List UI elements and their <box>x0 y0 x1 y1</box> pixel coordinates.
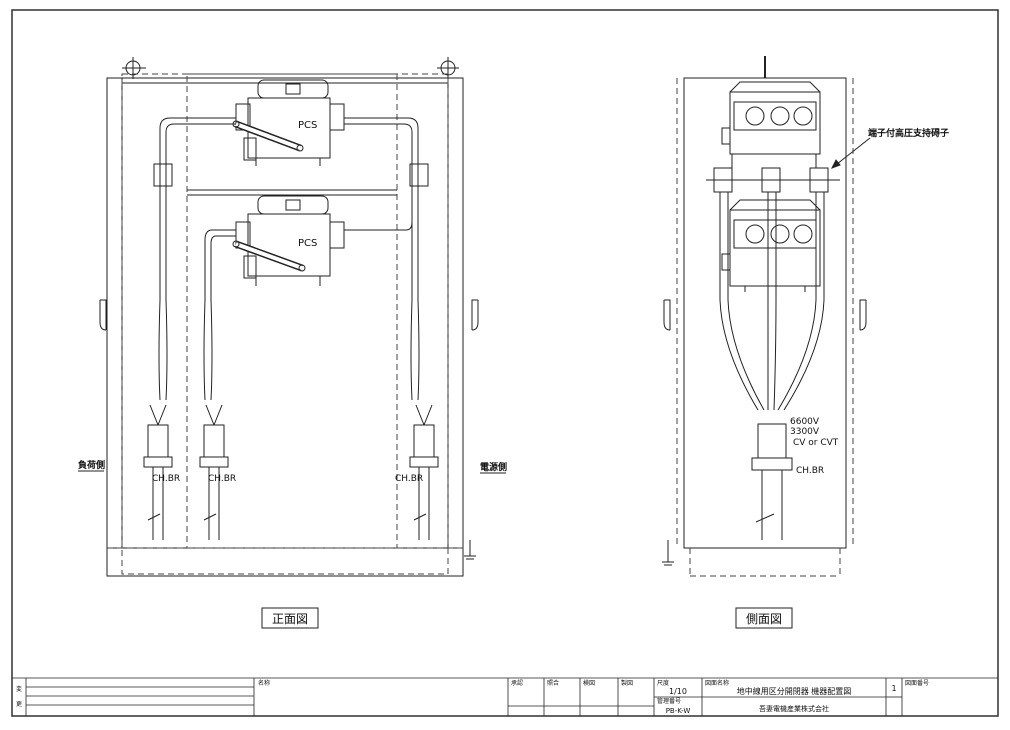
pcs-label-lower: PCS <box>298 238 317 249</box>
side-view <box>662 56 871 577</box>
voltage-label-2: 3300V <box>790 427 820 437</box>
support-insulator-label: 端子付高圧支持碍子 <box>868 127 949 139</box>
sheet-border <box>11 9 999 717</box>
front-view-caption-box <box>261 607 319 629</box>
side-handle-right <box>859 299 867 331</box>
sheet-number: 1 <box>891 684 896 693</box>
side-handle-left <box>663 299 671 331</box>
lifting-eye-right <box>437 57 459 79</box>
approve-header: 承認 <box>511 679 523 687</box>
drawing-name: 地中線用区分開閉器 機器配置図 <box>737 686 852 696</box>
source-side-label: 電源側 <box>480 461 507 473</box>
side-switch-lower <box>721 199 821 292</box>
name-header: 名称 <box>258 679 270 687</box>
side-cables <box>719 192 825 411</box>
scale-value: 1/10 <box>669 687 687 696</box>
cable-type-label: CV or CVT <box>793 438 839 448</box>
pcs-label-upper: PCS <box>298 120 317 131</box>
front-view-caption: 正面図 <box>272 612 308 626</box>
drawing-no-header: 図面番号 <box>905 680 929 687</box>
chbr-label-front-2: CH.BR <box>208 474 236 484</box>
lifting-eye-left <box>122 57 146 79</box>
scale-header: 尺度 <box>657 679 669 687</box>
side-switch-upper <box>721 81 821 155</box>
company-name: 吾妻電機産業株式会社 <box>759 704 829 713</box>
mgmt-number: PB-K-W <box>666 707 691 715</box>
support-insulators <box>706 154 840 193</box>
pcs-switch-upper <box>232 79 345 166</box>
side-view-caption-box <box>735 607 793 629</box>
front-cables <box>158 117 420 401</box>
check-header: 照合 <box>547 679 559 687</box>
mgmt-header: 管理番号 <box>657 697 681 705</box>
front-view <box>99 57 479 577</box>
pcs-switch-lower <box>232 195 345 286</box>
side-cabinet <box>683 77 847 549</box>
door-handle-right <box>471 299 479 331</box>
side-view-caption: 側面図 <box>746 612 782 626</box>
voltage-label-1: 6600V <box>790 417 820 427</box>
chbr-label-front-3: CH.BR <box>395 474 423 484</box>
rev-mark-2: 更 <box>16 701 22 708</box>
rev-mark-1: 変 <box>16 685 22 693</box>
door-handle-left <box>99 299 107 331</box>
load-side-label: 負荷側 <box>78 459 105 471</box>
chbr-label-side: CH.BR <box>796 466 824 476</box>
drawing-name-header: 図面名称 <box>705 679 729 687</box>
cable-terminations-front <box>143 404 439 540</box>
review-header: 検図 <box>583 679 595 687</box>
title-block <box>12 677 998 716</box>
chbr-label-front-1: CH.BR <box>152 474 180 484</box>
draw-header: 製図 <box>621 679 633 687</box>
